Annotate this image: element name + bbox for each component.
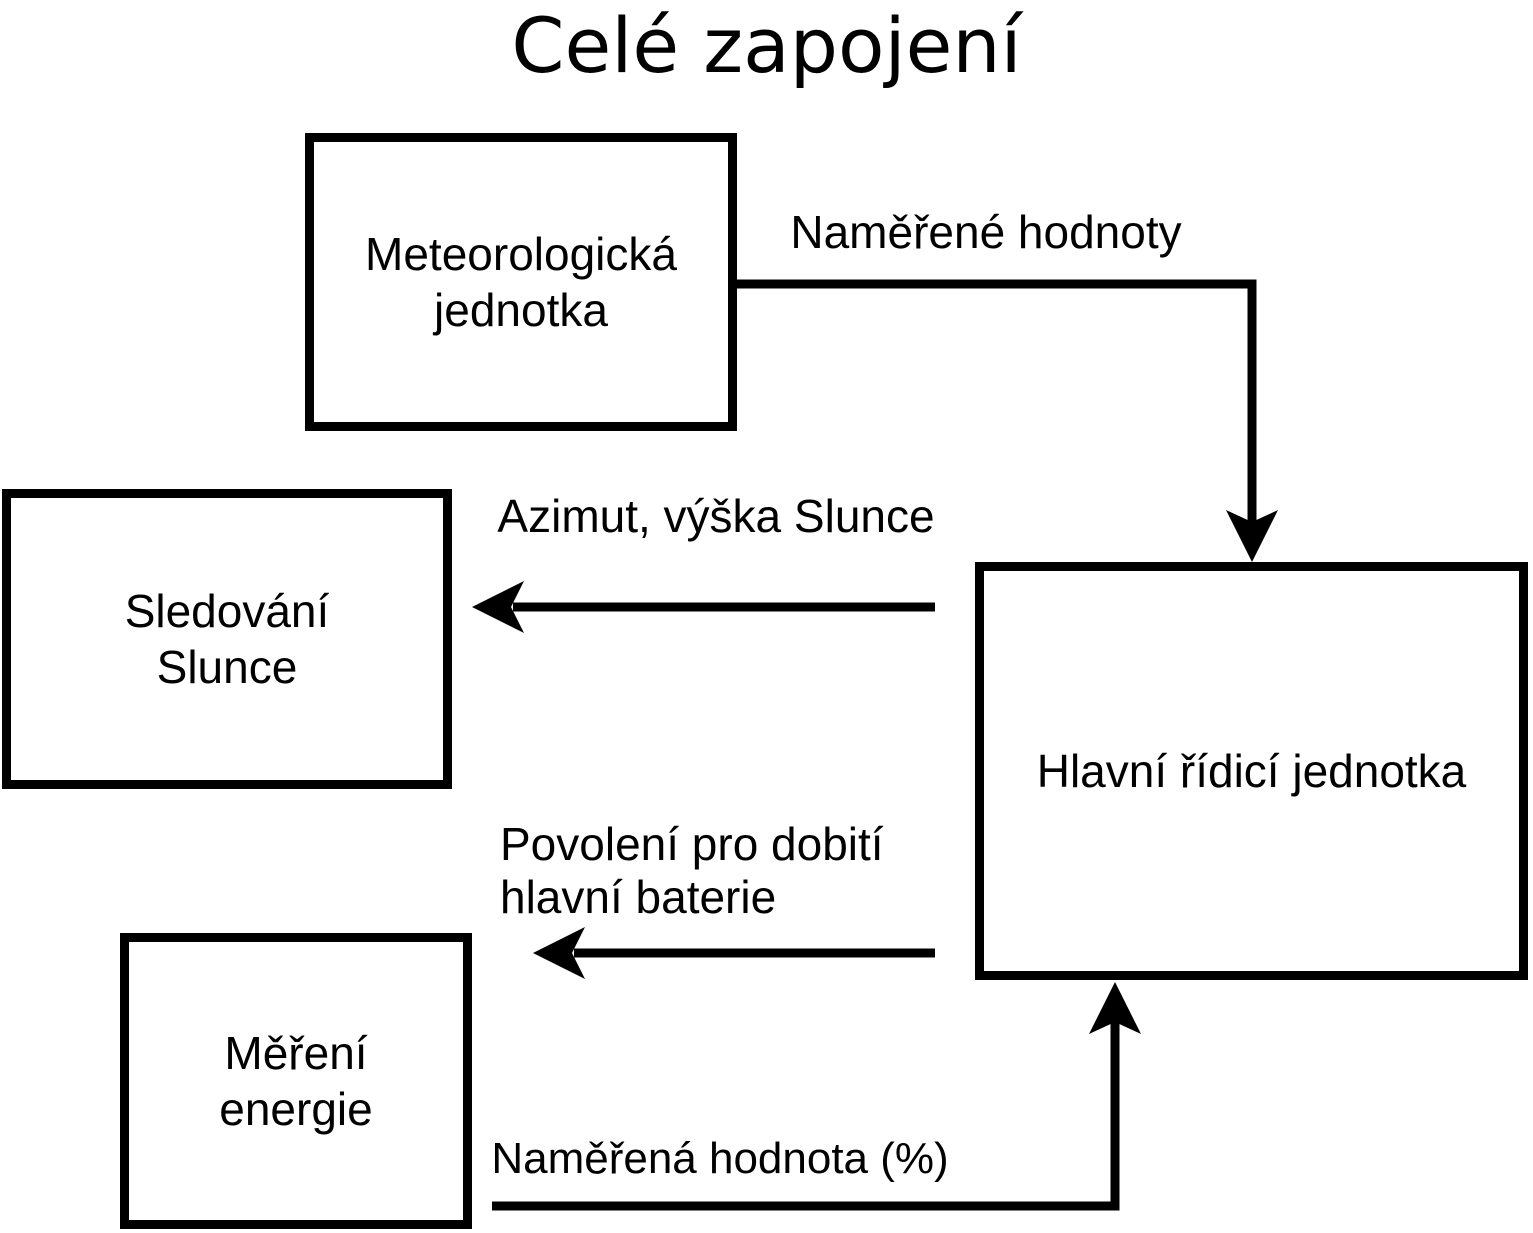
box-meteorologicka-jednotka-label: Meteorologická jednotka <box>365 227 677 336</box>
arrow-azimuth <box>472 581 935 633</box>
arrow-label-namerene-hodnoty: Naměřené hodnoty <box>790 206 1182 258</box>
box-mereni-energie-label: Měření energie <box>219 1026 373 1135</box>
arrow-charge-permission <box>533 927 935 979</box>
arrow-label-namerena-hodnota: Naměřená hodnota (%) <box>491 1134 949 1183</box>
arrow-left-icon <box>533 927 585 979</box>
arrow-measured-values-line <box>737 279 1257 524</box>
box-sledovani-slunce: Sledování Slunce <box>2 489 452 789</box>
diagram-title: Celé zapojení <box>511 1 1022 90</box>
arrow-up-icon <box>1089 982 1141 1034</box>
box-sledovani-slunce-label: Sledování Slunce <box>124 584 330 693</box>
box-hlavni-ridici-jednotka-label: Hlavní řídicí jednotka <box>1036 744 1467 797</box>
arrow-label-azimut-vyska-slunce: Azimut, výška Slunce <box>497 490 935 542</box>
box-mereni-energie: Měření energie <box>120 933 472 1229</box>
arrow-left-icon <box>472 581 524 633</box>
box-meteorologicka-jednotka: Meteorologická jednotka <box>305 133 737 431</box>
box-hlavni-ridici-jednotka: Hlavní řídicí jednotka <box>975 562 1528 980</box>
arrow-down-icon <box>1226 510 1278 562</box>
arrow-label-povoleni-pro-dobiti: Povolení pro dobití hlavní baterie <box>500 818 884 923</box>
